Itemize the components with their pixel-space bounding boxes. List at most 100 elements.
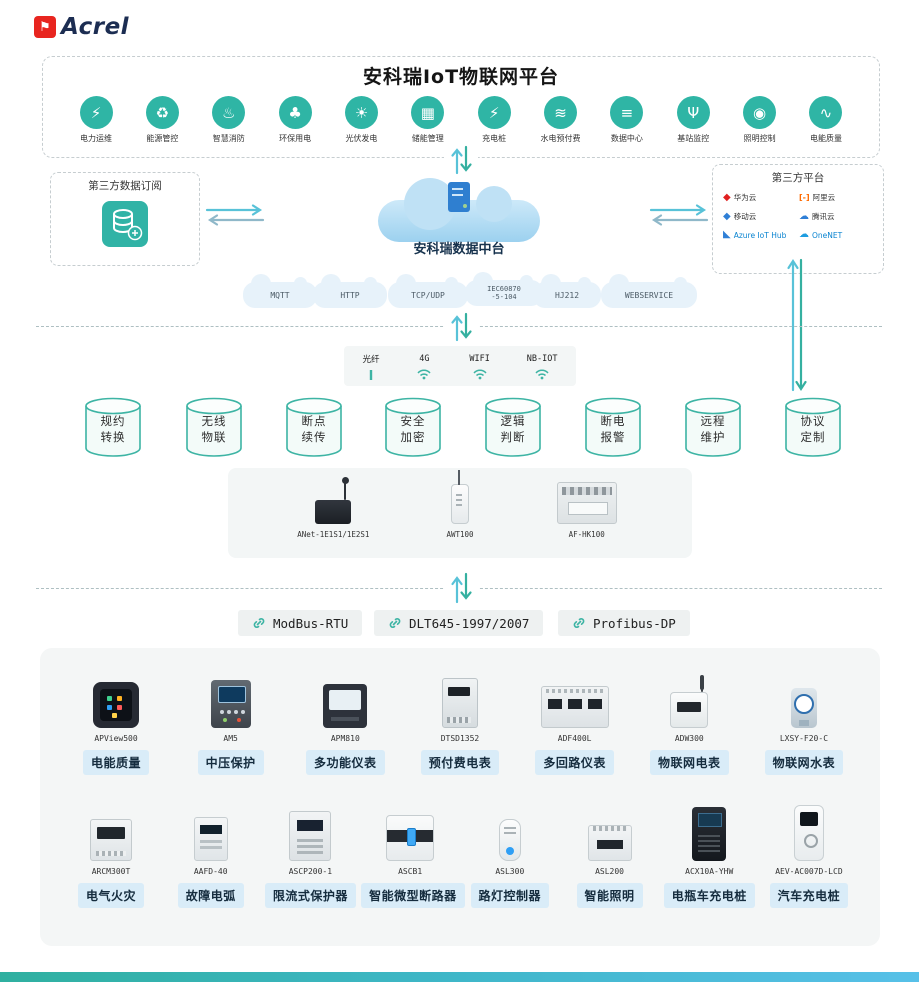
capability-label: 断电 报警 <box>600 414 626 445</box>
application-icon-row: ⚡电力运维 ♻能源管控 ♨智慧消防 ♣环保用电 ☀光伏发电 ▦储能管理 ⚡充电桩… <box>43 89 879 144</box>
tencent-cloud-icon: ☁ <box>799 210 809 222</box>
database-subscribe-icon <box>102 201 148 247</box>
left-right-arrow-icon <box>204 202 266 232</box>
product-model: ARCM300T <box>91 867 131 876</box>
product-category-badge: 多回路仪表 <box>535 750 614 775</box>
up-down-arrow-icon <box>444 312 478 346</box>
charging-pile-icon: ⚡ <box>477 96 511 129</box>
product-item: AEV-AC007D-LCD 汽车充电桩 <box>760 803 858 908</box>
third-party-platform-box: 第三方平台 ◆华为云 [-]阿里云 ◆移动云 ☁腾讯云 ◣Azure IoT H… <box>712 164 884 274</box>
gateway-model: ANet-1E1S1/1E2S1 <box>297 530 370 539</box>
fire-safety-icon: ♨ <box>212 96 246 129</box>
network-links-box: 光纤 4G WIFI NB-IOT <box>344 346 576 386</box>
onenet-cloud-icon: ☁ <box>799 229 809 240</box>
acrel-logo: ⚑ Acrel <box>34 14 129 40</box>
lxsy-water-meter-image <box>790 688 817 728</box>
aev-charger-image <box>793 805 824 861</box>
awt100-gateway-image <box>451 470 469 524</box>
power-ops-icon: ⚡ <box>79 96 113 129</box>
protocol-chip-dlt645: DLT645-1997/2007 <box>374 610 544 636</box>
product-model: DTSD1352 <box>440 734 480 743</box>
gateway-item: ANet-1E1S1/1E2S1 <box>270 468 397 558</box>
capability-label: 断点 续传 <box>301 414 327 445</box>
product-model: AAFD-40 <box>193 867 228 876</box>
product-model: APM810 <box>330 734 360 743</box>
asl300-image <box>498 819 521 861</box>
apm810-image <box>323 684 368 728</box>
capability-label: 安全 加密 <box>400 414 426 445</box>
app-item: ◉照明控制 <box>731 96 789 144</box>
provider-alibaba-cloud: [-]阿里云 <box>799 192 836 202</box>
acrel-logo-text: Acrel <box>61 14 130 40</box>
product-category-badge: 电气火灾 <box>77 883 144 908</box>
platform-title: 安科瑞IoT物联网平台 <box>362 66 560 88</box>
dtsd1352-image <box>441 678 478 728</box>
app-label: 光伏发电 <box>345 134 378 143</box>
product-model: AM5 <box>223 734 238 743</box>
wifi-icon <box>416 365 432 380</box>
up-down-arrow-icon <box>444 572 478 608</box>
huawei-cloud-icon: ◆ <box>723 191 731 203</box>
link-wifi: WIFI <box>469 354 490 380</box>
product-model: AEV-AC007D-LCD <box>775 867 843 876</box>
product-item: APView500 电能质量 <box>62 670 170 775</box>
product-category-badge: 汽车充电桩 <box>769 883 849 908</box>
acx10a-image <box>692 807 727 861</box>
app-item: ☀ 光伏发电 <box>332 96 390 144</box>
app-label: 充电桩 <box>482 134 507 143</box>
link-4g: 4G <box>416 354 432 380</box>
product-category-badge: 物联网水表 <box>764 750 844 775</box>
product-model: APView500 <box>94 734 138 743</box>
app-item: ▦储能管理 <box>399 96 457 144</box>
capability-cylinder: 协议 定制 <box>784 396 842 458</box>
capability-cylinder: 无线 物联 <box>185 396 243 458</box>
third-party-subscription-box: 第三方数据订阅 <box>50 172 200 266</box>
provider-azure-iot-hub: ◣Azure IoT Hub <box>723 229 787 240</box>
link-icon <box>389 618 401 628</box>
solar-icon: ☀ <box>344 96 378 129</box>
app-label: 电力运维 <box>80 134 112 143</box>
provider-onenet: ☁OneNET <box>799 229 843 240</box>
product-model: ACX10A-YHW <box>685 867 734 876</box>
product-category-badge: 路灯控制器 <box>470 883 550 908</box>
capability-cylinder: 断点 续传 <box>285 396 343 458</box>
app-item: ♻能源管控 <box>133 96 191 144</box>
provider-huawei-cloud: ◆华为云 <box>723 191 757 203</box>
power-quality-icon: ∿ <box>809 96 843 129</box>
product-category-badge: 多功能仪表 <box>306 750 385 775</box>
fiber-icon <box>362 366 379 380</box>
gateway-model: AF-HK100 <box>568 530 605 539</box>
link-icon <box>253 618 265 628</box>
prepaid-utility-icon: ≋ <box>544 96 578 129</box>
capability-label: 远程 维护 <box>700 414 726 445</box>
link-icon <box>573 618 585 628</box>
capability-label: 协议 定制 <box>800 414 826 445</box>
ascb1-image <box>386 815 435 861</box>
cloud-provider-grid: ◆华为云 [-]阿里云 ◆移动云 ☁腾讯云 ◣Azure IoT Hub ☁On… <box>713 185 883 240</box>
product-category-badge: 电瓶车充电桩 <box>663 883 755 908</box>
app-item: ♨ 智慧消防 <box>200 96 258 144</box>
product-category-badge: 电能质量 <box>82 750 149 775</box>
data-middle-platform-label: 安科瑞数据中台 <box>413 242 505 257</box>
product-category-badge: 限流式保护器 <box>264 883 356 908</box>
gateway-model: AWT100 <box>446 530 474 539</box>
product-item: ARCM300T 电气火灾 <box>62 803 160 908</box>
app-label: 基站监控 <box>677 134 710 143</box>
product-model: ASL200 <box>595 867 624 876</box>
app-label: 智慧消防 <box>212 134 245 143</box>
provider-mobile-cloud: ◆移动云 <box>723 210 757 222</box>
capability-cylinder: 安全 加密 <box>384 396 442 458</box>
footer-accent-bar <box>0 972 919 982</box>
protocol-chip-modbus: ModBus-RTU <box>238 610 363 636</box>
mobile-cloud-icon: ◆ <box>723 210 731 222</box>
